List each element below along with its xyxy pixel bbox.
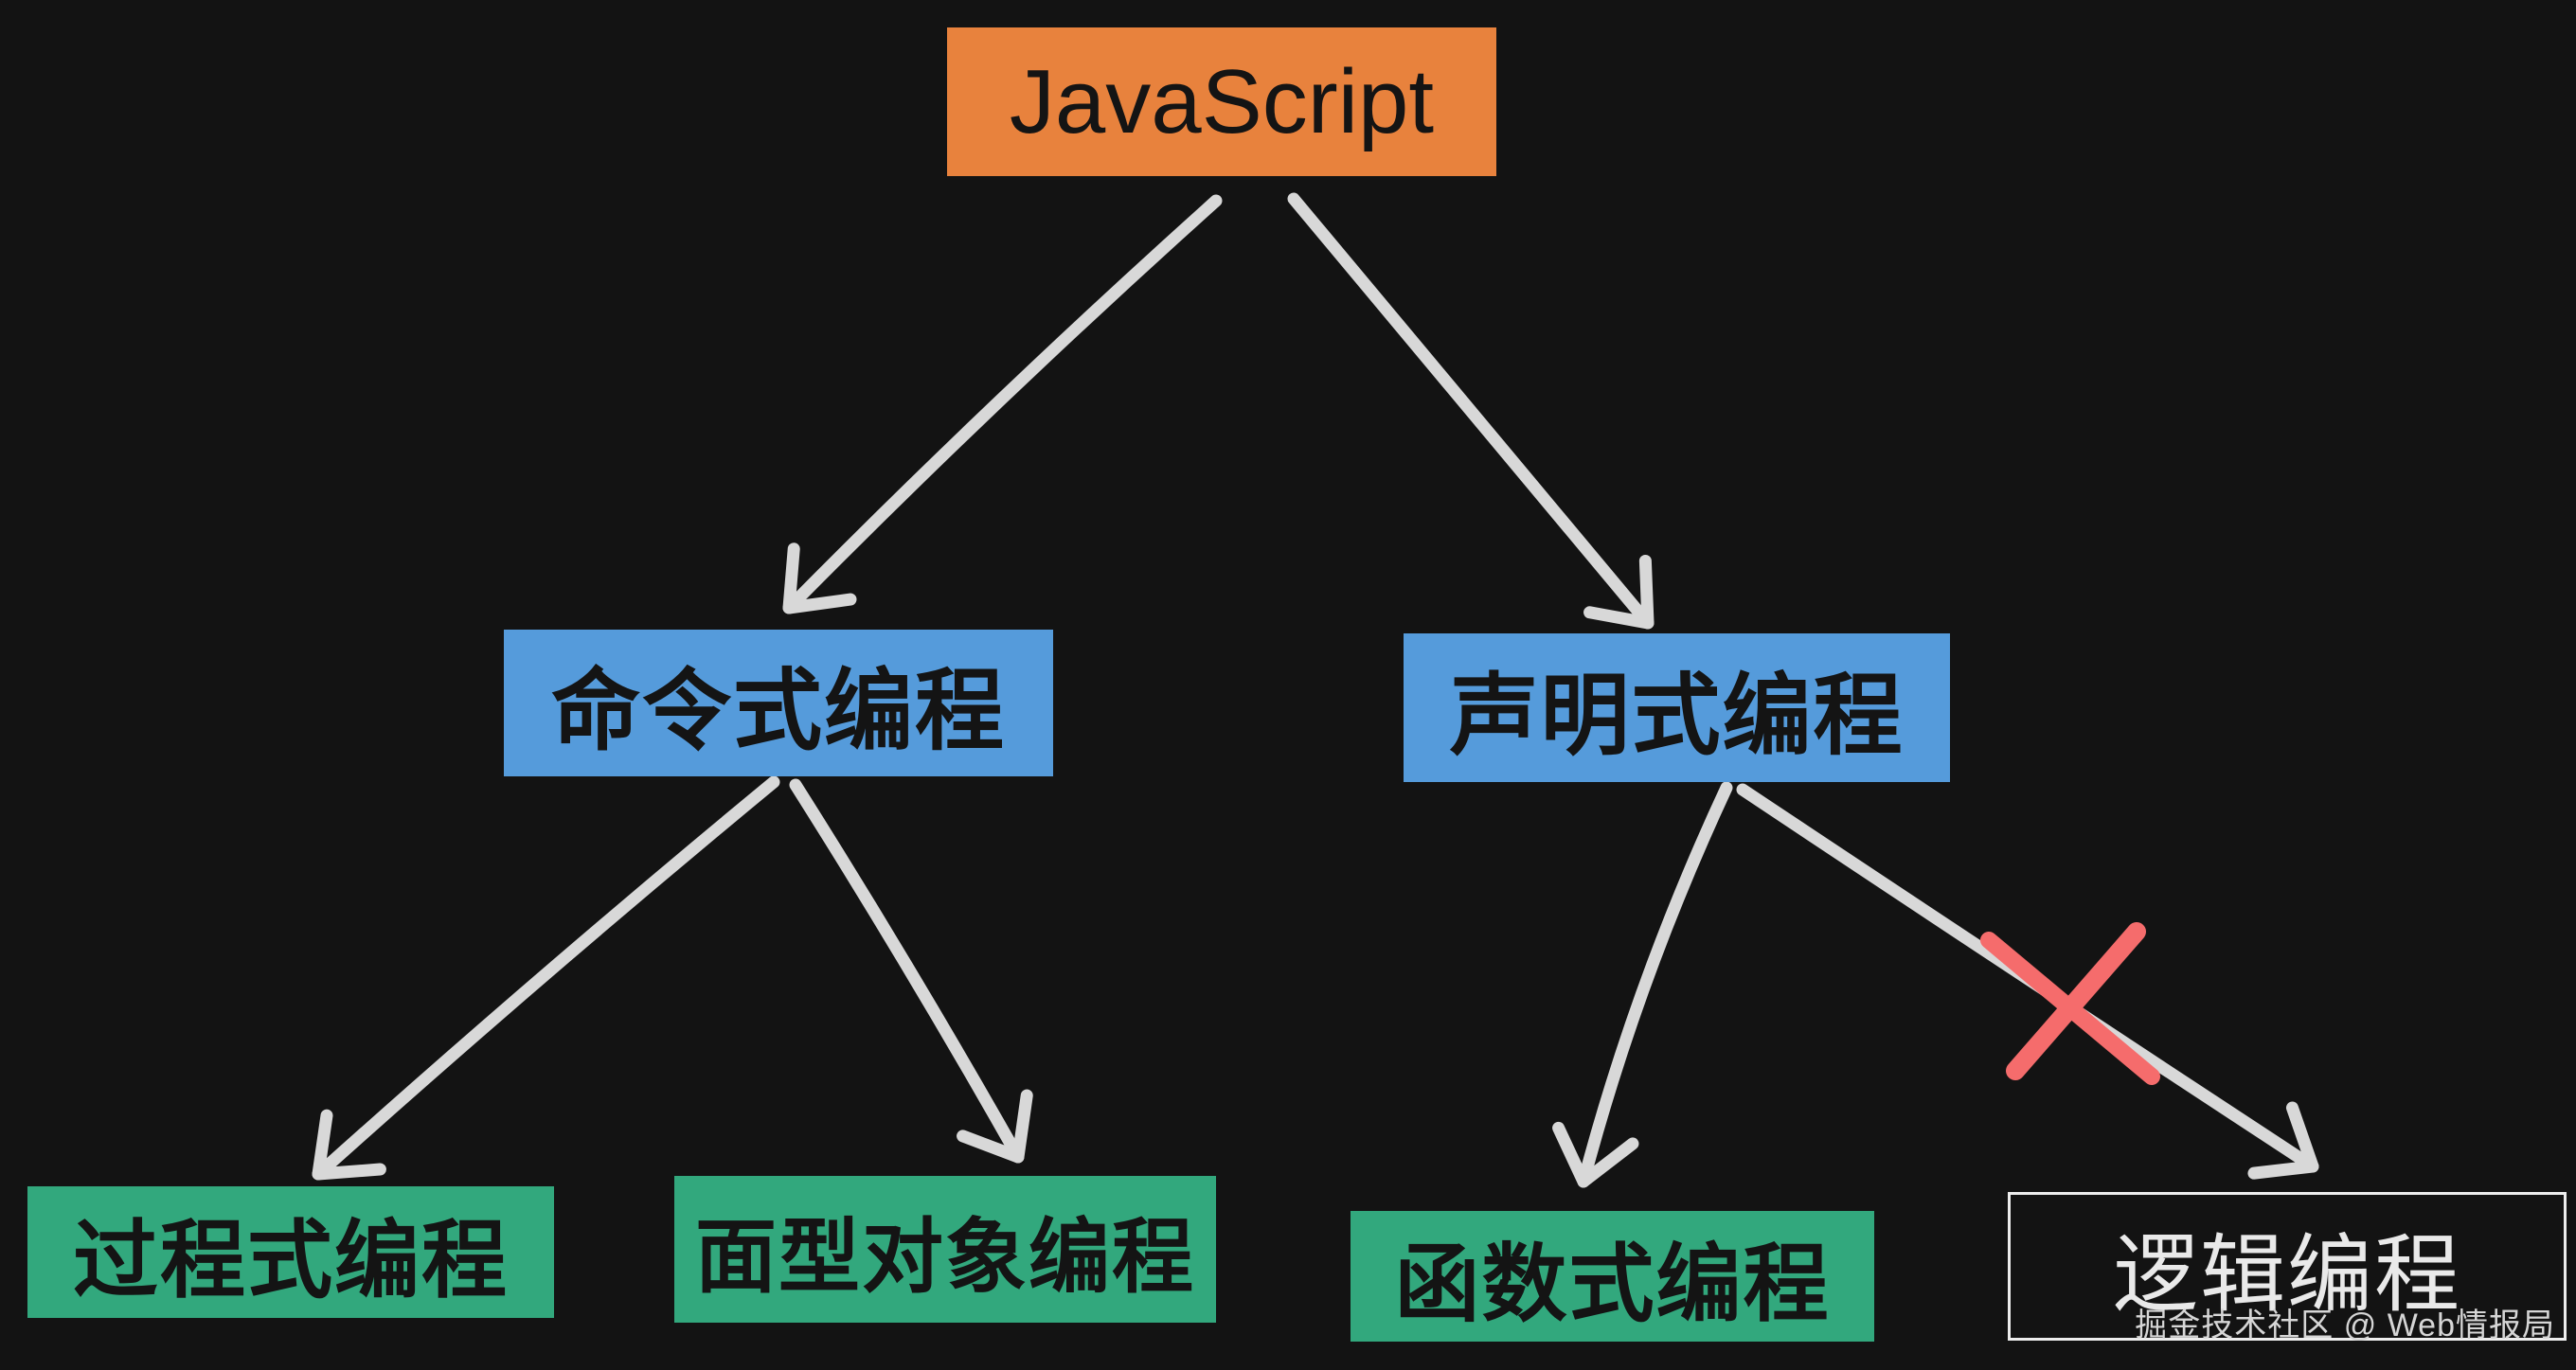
red-x-reject-mark xyxy=(1980,922,2160,1085)
arrow-declarative-to-functional xyxy=(1552,781,1733,1188)
node-declarative-label: 声明式编程 xyxy=(1449,665,1905,765)
arrow-imperative-to-object-oriented xyxy=(789,778,1033,1164)
red-x-stroke-slash xyxy=(2006,922,2146,1080)
arrow-javascript-to-imperative xyxy=(782,194,1223,614)
node-object-oriented-label: 面型对象编程 xyxy=(695,1212,1195,1303)
node-logic-label: 逻辑编程 xyxy=(2113,1227,2461,1323)
arrow-javascript-to-declarative xyxy=(1287,192,1655,630)
node-javascript: JavaScript xyxy=(947,27,1496,176)
arrow-imperative-to-procedural xyxy=(312,775,780,1181)
node-procedural-label: 过程式编程 xyxy=(73,1213,509,1308)
node-functional-programming: 函数式编程 xyxy=(1351,1211,1874,1342)
node-declarative-programming: 声明式编程 xyxy=(1404,633,1950,782)
node-javascript-label: JavaScript xyxy=(1009,50,1435,152)
node-imperative-programming: 命令式编程 xyxy=(504,630,1053,776)
watermark: 掘金技术社区 @ Web情报局 xyxy=(2135,1308,2555,1343)
node-object-oriented-programming: 面型对象编程 xyxy=(674,1176,1216,1323)
node-imperative-label: 命令式编程 xyxy=(550,660,1006,760)
node-functional-label: 函数式编程 xyxy=(1394,1237,1831,1332)
node-logic-programming: 逻辑编程 xyxy=(2008,1192,2567,1341)
node-procedural-programming: 过程式编程 xyxy=(27,1186,554,1318)
